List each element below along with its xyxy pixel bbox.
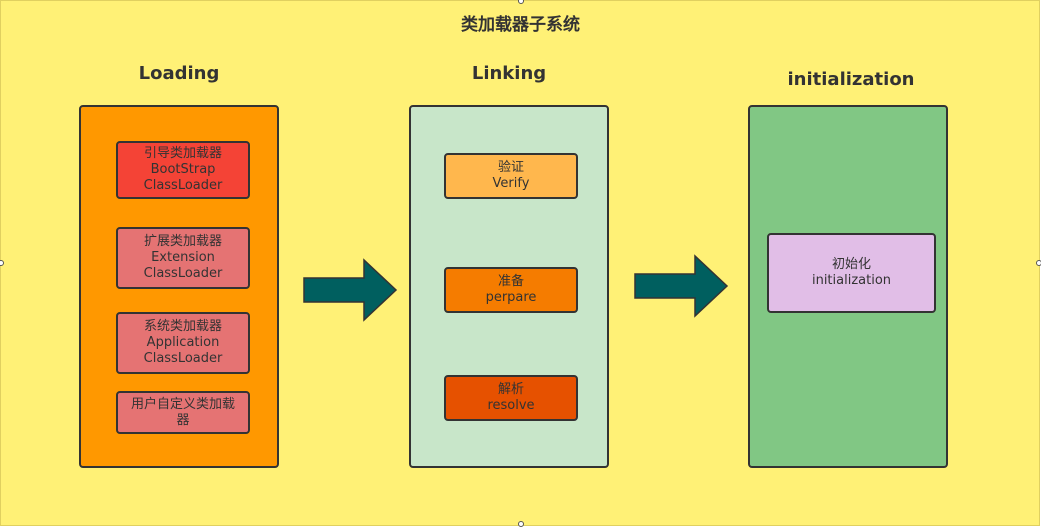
resize-handle-right[interactable] [1036, 260, 1041, 266]
box-label: 解析 [497, 382, 524, 397]
box-label: 准备 [497, 274, 524, 289]
resize-handle-left[interactable] [0, 260, 4, 266]
box-label: 器 [176, 412, 190, 428]
box-label: 验证 [497, 160, 524, 175]
box-label: 初始化 [831, 257, 871, 272]
arrow-right-icon [634, 254, 729, 318]
arrow-right-icon [303, 258, 398, 322]
box-label: 用户自定义类加载 [130, 396, 235, 412]
resize-handle-top[interactable] [518, 0, 524, 4]
box-label: Verify [492, 176, 530, 191]
box-label: 扩展类加载器 [143, 234, 222, 249]
box-label: ClassLoader [143, 351, 223, 366]
box-label: Extension [151, 250, 215, 265]
box-label: 系统类加载器 [143, 319, 222, 334]
phase-label-loading: Loading [138, 63, 220, 84]
application-classloader-box[interactable]: 系统类加载器 Application ClassLoader [116, 312, 250, 374]
box-label: perpare [485, 290, 537, 305]
resize-handle-bottom[interactable] [518, 521, 524, 527]
box-label: Application [146, 335, 220, 350]
extension-classloader-box[interactable]: 扩展类加载器 Extension ClassLoader [116, 227, 250, 289]
box-label: ClassLoader [143, 266, 223, 281]
verify-box[interactable]: 验证 Verify [444, 153, 578, 199]
bootstrap-classloader-box[interactable]: 引导类加载器 BootStrap ClassLoader [116, 141, 250, 199]
user-defined-classloader-box[interactable]: 用户自定义类加载 器 [116, 391, 250, 434]
diagram-title: 类加载器子系统 [461, 15, 580, 35]
box-label: initialization [811, 273, 892, 288]
phase-label-initialization: initialization [787, 69, 915, 90]
initialization-box[interactable]: 初始化 initialization [767, 233, 936, 313]
resolve-box[interactable]: 解析 resolve [444, 375, 578, 421]
box-label: ClassLoader [143, 178, 223, 193]
box-label: 引导类加载器 [143, 146, 222, 161]
box-label: resolve [487, 398, 535, 413]
phase-label-linking: Linking [471, 63, 547, 84]
box-label: BootStrap [150, 162, 216, 177]
prepare-box[interactable]: 准备 perpare [444, 267, 578, 313]
